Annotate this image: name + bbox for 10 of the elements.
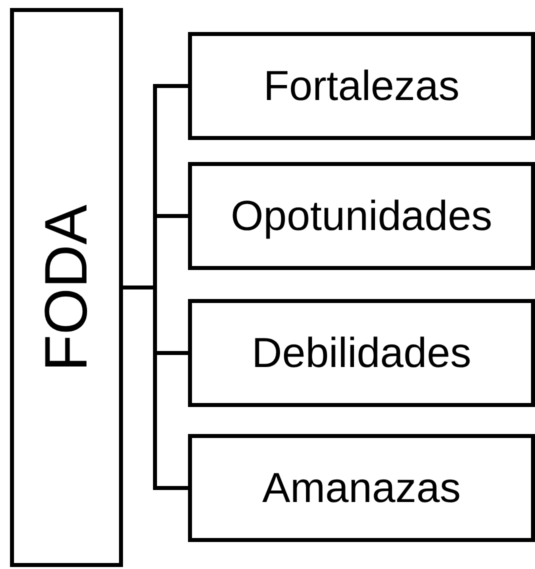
box-label: Debilidades — [252, 332, 472, 374]
box-label: Amanazas — [262, 467, 461, 509]
text-box — [188, 299, 535, 407]
box-label: Fortalezas — [263, 65, 460, 107]
box-label: Opotunidades — [230, 195, 492, 237]
text-box — [188, 434, 535, 542]
text-box — [10, 8, 123, 567]
vertical-title: FODA — [36, 204, 96, 371]
text-box — [188, 32, 535, 140]
text-box — [188, 162, 535, 270]
